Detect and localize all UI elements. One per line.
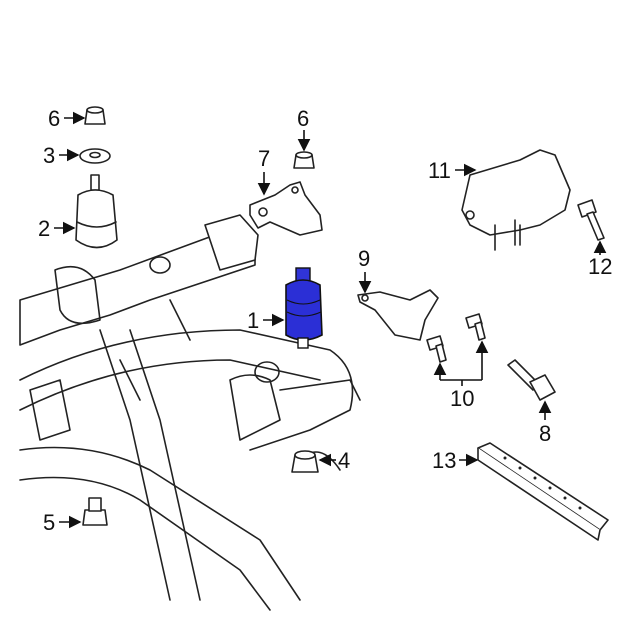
subframe — [19, 214, 361, 611]
callout-10: 10 — [450, 386, 474, 411]
callout-3: 3 — [43, 143, 55, 168]
part-9-bracket[interactable] — [357, 289, 439, 341]
part-10-bolts[interactable] — [426, 313, 486, 363]
callout-5: 5 — [43, 510, 55, 535]
callout-2: 2 — [38, 216, 50, 241]
part-2-mount[interactable] — [75, 174, 118, 249]
part-6-nut-center[interactable] — [293, 151, 315, 169]
callout-9: 9 — [358, 246, 370, 271]
callout-6: 6 — [48, 106, 60, 131]
part-12-bolt[interactable] — [577, 199, 605, 241]
callout-1: 1 — [247, 308, 259, 333]
callout-11: 11 — [428, 158, 451, 183]
part-13-crossmember[interactable] — [477, 442, 609, 541]
part-7-bracket[interactable] — [249, 181, 323, 236]
part-5-bolt[interactable] — [82, 497, 108, 526]
part-11-bracket[interactable] — [461, 149, 571, 251]
callout-8: 8 — [539, 421, 551, 446]
part-4-nut[interactable] — [291, 450, 319, 473]
part-3-washer[interactable] — [79, 148, 111, 164]
callout-12: 12 — [588, 254, 612, 279]
callout-4: 4 — [338, 448, 350, 473]
callouts: 6 3 2 6 7 11 12 9 1 10 8 4 13 5 — [38, 106, 612, 535]
callout-7: 7 — [258, 146, 270, 171]
part-8-bolt[interactable] — [507, 359, 556, 401]
part-1-engine-mount[interactable] — [285, 267, 323, 349]
callout-6: 6 — [297, 106, 309, 131]
part-6-nut-left[interactable] — [84, 106, 106, 125]
callout-13: 13 — [432, 448, 456, 473]
